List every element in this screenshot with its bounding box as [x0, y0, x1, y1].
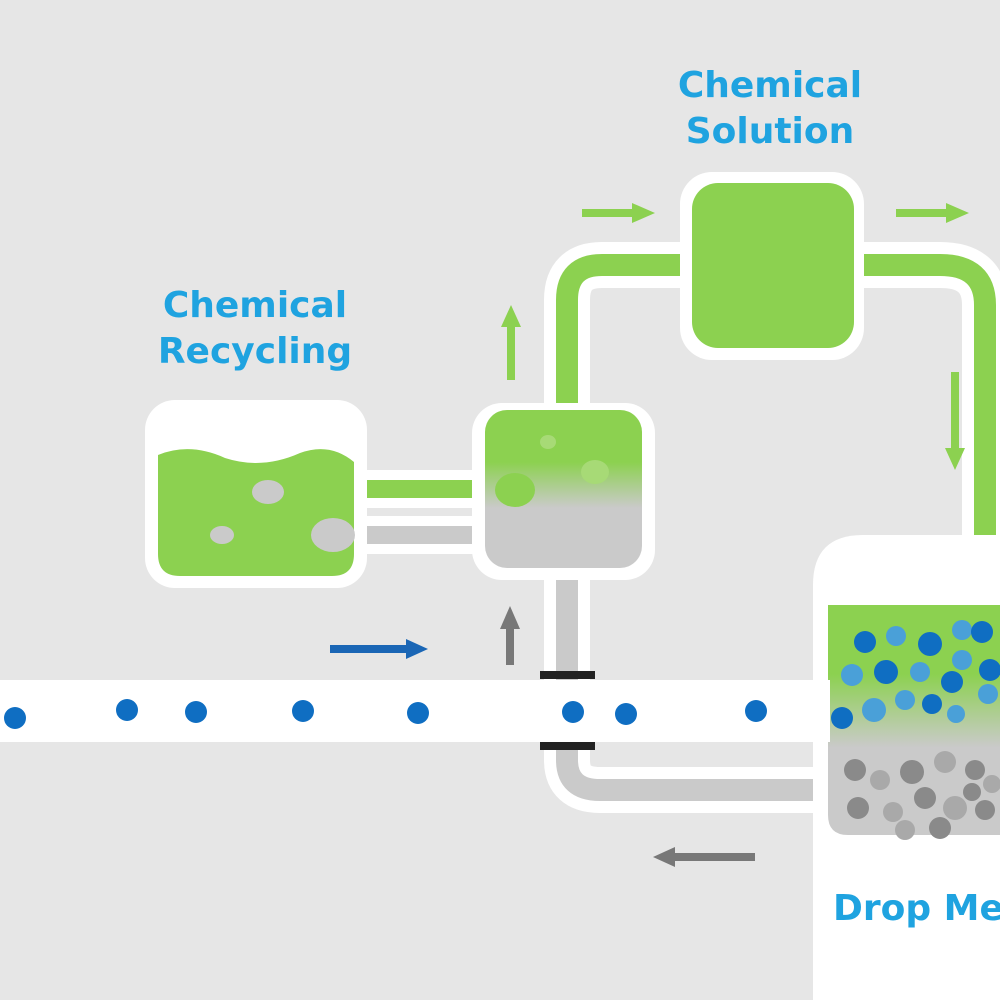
mixing-tank: [472, 403, 655, 580]
drop-media-blue-particle: [971, 621, 993, 643]
drop-media-blue-particle: [895, 690, 915, 710]
drop-media-grey-particles: [844, 751, 1000, 840]
flow-arrow-right-1: [582, 203, 655, 223]
conveyor-separator-top: [540, 671, 595, 679]
drop-media-grey-particle: [963, 783, 981, 801]
label-chemical-solution: Chemical Solution: [640, 63, 900, 155]
conveyor-separator-bottom: [540, 742, 595, 750]
conveyor-particle: [407, 702, 429, 724]
drop-media-grey-particle: [929, 817, 951, 839]
conveyor-particle: [745, 700, 767, 722]
drop-media-blue-particle: [952, 620, 972, 640]
flow-arrow-up-grey: [500, 606, 520, 665]
green-supply-pipe: [556, 254, 996, 560]
drop-media-grey-particle: [975, 800, 995, 820]
drop-media-blue-particle: [978, 684, 998, 704]
conveyor-particle: [615, 703, 637, 725]
conveyor-particle: [562, 701, 584, 723]
drop-media-grey-particle: [895, 820, 915, 840]
label-line: Recycling: [157, 331, 353, 372]
drop-media-blue-particle: [947, 705, 965, 723]
conveyor-particle: [292, 700, 314, 722]
conveyor-particles: [4, 699, 767, 729]
drop-media-blue-particle: [854, 631, 876, 653]
recycling-tank: [145, 400, 367, 588]
chemical-solution-tank: [680, 172, 864, 360]
drop-media-grey-particle: [900, 760, 924, 784]
conveyor-particle: [185, 701, 207, 723]
drop-media-grey-particle: [983, 775, 1000, 793]
drop-media-grey-particle: [965, 760, 985, 780]
conveyor-particle: [4, 707, 26, 729]
drop-media-blue-particle: [886, 626, 906, 646]
flow-arrow-left-grey: [653, 847, 755, 867]
drop-media-grey-particle: [870, 770, 890, 790]
drop-media-blue-particle: [831, 707, 853, 729]
flow-arrow-up-green: [501, 305, 521, 380]
drop-media-grey-particle: [943, 796, 967, 820]
drop-media-blue-particle: [874, 660, 898, 684]
flow-arrow-right-2: [896, 203, 969, 223]
drop-media-grey-particle: [934, 751, 956, 773]
drop-media-blue-particle: [979, 659, 1000, 681]
drop-media-blue-particle: [841, 664, 863, 686]
conveyor-particle: [116, 699, 138, 721]
flow-arrow-right-blue: [330, 639, 428, 659]
label-drop-media: Drop Me: [833, 888, 1000, 929]
drop-media-grey-particle: [847, 797, 869, 819]
label-line: Chemical: [162, 285, 348, 326]
drop-media-blue-particle: [918, 632, 942, 656]
drop-media-blue-particle: [862, 698, 886, 722]
drop-media-blue-particle: [952, 650, 972, 670]
drop-media-grey-particle: [883, 802, 903, 822]
drop-media-blue-particles: [831, 620, 1000, 729]
flow-arrow-down-green: [945, 372, 965, 470]
label-line: Solution: [685, 111, 855, 152]
drop-media-grey-particle: [844, 759, 866, 781]
drop-media-blue-particle: [922, 694, 942, 714]
label-chemical-recycling: Chemical Recycling: [125, 283, 385, 375]
drop-media-grey-particle: [914, 787, 936, 809]
grey-return-pipe: [556, 570, 840, 801]
drop-media-blue-particle: [941, 671, 963, 693]
drop-media-blue-particle: [910, 662, 930, 682]
label-line: Chemical: [677, 65, 863, 106]
